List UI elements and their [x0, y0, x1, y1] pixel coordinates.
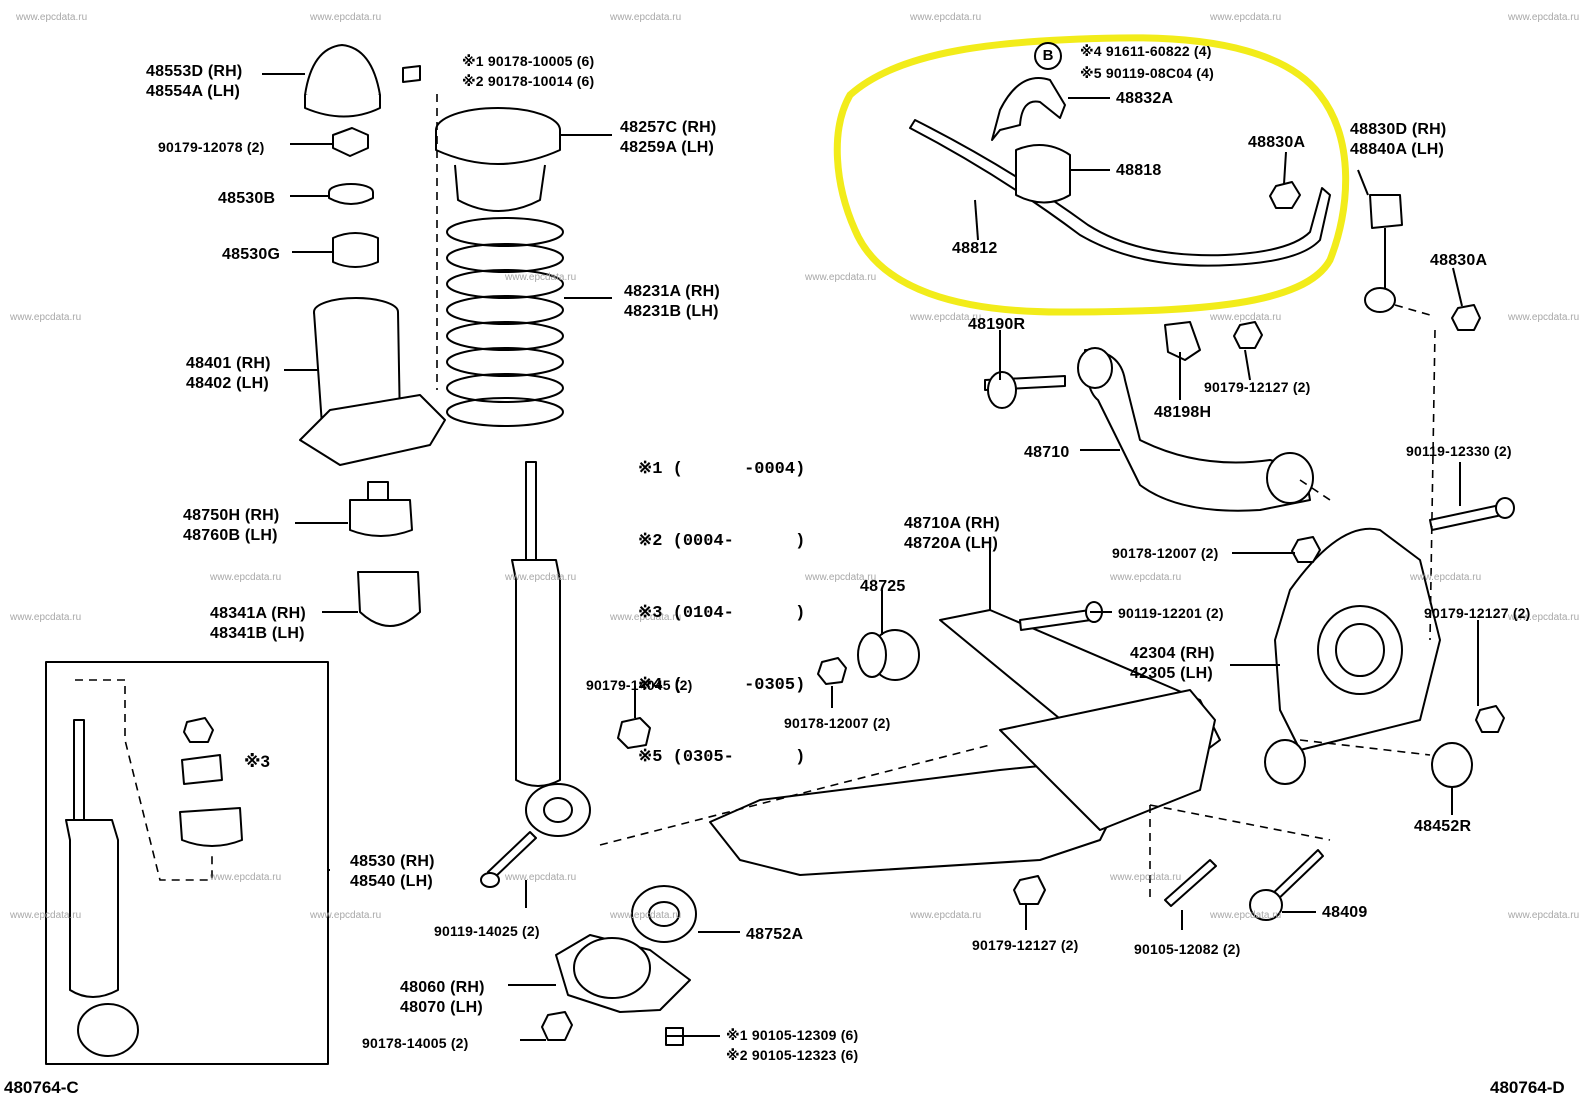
part-label: 48710A (RH)48720A (LH): [904, 515, 1000, 552]
table-row: ※2 (0004- ): [638, 532, 806, 551]
highlight-outline: [833, 34, 1350, 316]
table-row: ※1 ( -0004): [638, 460, 806, 479]
part-label: 48198H: [1154, 404, 1212, 421]
watermark: www.epcdata.ru: [10, 612, 82, 623]
watermark: www.epcdata.ru: [610, 612, 682, 623]
part-label: 90179-14045 (2): [586, 677, 693, 693]
watermark: www.epcdata.ru: [1210, 312, 1282, 323]
part-label: 48750H (RH)48760B (LH): [183, 507, 280, 544]
stabilizer-link-48830d: [1369, 194, 1403, 229]
insulator-48341a: [357, 571, 421, 627]
part-label: 48060 (RH)48070 (LH): [400, 979, 485, 1016]
inset-shock-absorber: [65, 819, 119, 998]
footnote-label: ※1 90105-12309 (6): [726, 1027, 859, 1043]
part-label: 48725: [860, 578, 906, 595]
table-row: ※4 ( -0305): [638, 676, 806, 695]
part-label: 48818: [1116, 162, 1162, 179]
part-label: 90119-12201 (2): [1118, 605, 1224, 621]
watermark: www.epcdata.ru: [610, 12, 682, 23]
part-label: 90179-12078 (2): [158, 139, 265, 155]
watermark: www.epcdata.ru: [16, 12, 88, 23]
part-label: 90178-12007 (2): [1112, 545, 1219, 561]
part-label: 48452R: [1414, 818, 1472, 835]
part-label: 90105-12082 (2): [1134, 941, 1241, 957]
cushion-48530g: [332, 232, 379, 268]
diagram-code-right: 480764-D: [1490, 1078, 1565, 1097]
watermark: www.epcdata.ru: [310, 12, 382, 23]
watermark: www.epcdata.ru: [1508, 612, 1580, 623]
footnote-label: ※4 91611-60822 (4): [1080, 43, 1212, 59]
dust-cover-cap: [304, 44, 381, 105]
watermark: www.epcdata.ru: [1210, 910, 1282, 921]
part-label: 90179-12127 (2): [1424, 605, 1531, 621]
watermark: www.epcdata.ru: [1410, 572, 1482, 583]
watermark: www.epcdata.ru: [910, 12, 982, 23]
bushing-48818: [1015, 144, 1071, 204]
part-label: 48231A (RH)48231B (LH): [624, 283, 720, 320]
part-label: 90178-12007 (2): [784, 715, 891, 731]
reference-circle-b: B: [1034, 42, 1062, 70]
nut-90179-12078: [332, 127, 369, 157]
part-label: 48710: [1024, 444, 1070, 461]
part-label: 90179-12127 (2): [1204, 379, 1311, 395]
footnote-label: ※2 90178-10014 (6): [462, 73, 595, 89]
part-label: 90119-14025 (2): [434, 923, 540, 939]
part-label: 48341A (RH)48341B (LH): [210, 605, 306, 642]
watermark: www.epcdata.ru: [1508, 910, 1580, 921]
note-marker: ※3: [244, 752, 270, 771]
part-label: 90119-12330 (2): [1406, 443, 1512, 459]
watermark: www.epcdata.ru: [210, 572, 282, 583]
watermark: www.epcdata.ru: [505, 272, 577, 283]
watermark: www.epcdata.ru: [610, 910, 682, 921]
watermark: www.epcdata.ru: [1110, 572, 1182, 583]
watermark: www.epcdata.ru: [1508, 312, 1580, 323]
applicability-table: ※1 ( -0004) ※2 (0004- ) ※3 (0104- ) ※4 (…: [638, 410, 805, 794]
part-label: 48832A: [1116, 90, 1174, 107]
watermark: www.epcdata.ru: [310, 910, 382, 921]
footnote-label: ※2 90105-12323 (6): [726, 1047, 859, 1063]
part-label: 48530G: [222, 246, 281, 263]
watermark: www.epcdata.ru: [10, 312, 82, 323]
watermark: www.epcdata.ru: [1110, 872, 1182, 883]
diagram-code-left: 480764-C: [4, 1078, 79, 1097]
part-label: 48752A: [746, 926, 804, 943]
watermark: www.epcdata.ru: [910, 910, 982, 921]
bound-stopper-48750h: [349, 499, 413, 537]
shock-absorber-center: [511, 559, 561, 787]
watermark: www.epcdata.ru: [505, 572, 577, 583]
part-label: 48830A: [1248, 134, 1306, 151]
part-label: 48812: [952, 240, 998, 257]
bracket-48832a: [991, 77, 1066, 141]
part-label: 90179-12127 (2): [972, 937, 1079, 953]
watermark: www.epcdata.ru: [805, 272, 877, 283]
watermark: www.epcdata.ru: [805, 572, 877, 583]
part-label: 48257C (RH)48259A (LH): [620, 119, 717, 156]
part-label: 48830D (RH)48840A (LH): [1350, 121, 1447, 158]
cam-48198h: [1164, 321, 1201, 361]
watermark: www.epcdata.ru: [10, 910, 82, 921]
part-label: 48530 (RH)48540 (LH): [350, 853, 435, 890]
watermark: www.epcdata.ru: [210, 872, 282, 883]
part-label: 42304 (RH)42305 (LH): [1130, 645, 1215, 682]
part-label: 48190R: [968, 316, 1026, 333]
coil-spring-48231: [446, 217, 564, 427]
part-label: 48401 (RH)48402 (LH): [186, 355, 271, 392]
part-label: 48530B: [218, 190, 276, 207]
table-row: ※3 (0104- ): [638, 604, 806, 623]
part-label: 90178-14005 (2): [362, 1035, 469, 1051]
table-row: ※5 (0305- ): [638, 748, 806, 767]
bushing-48452r: [1431, 742, 1473, 788]
watermark: www.epcdata.ru: [505, 872, 577, 883]
footnote-label: ※1 90178-10005 (6): [462, 53, 595, 69]
part-label: 48409: [1322, 904, 1368, 921]
watermark: www.epcdata.ru: [910, 312, 982, 323]
watermark: www.epcdata.ru: [1210, 12, 1282, 23]
inset-frame: [45, 661, 329, 1065]
watermark: www.epcdata.ru: [1508, 12, 1580, 23]
footnote-label: ※5 90119-08C04 (4): [1080, 65, 1214, 81]
part-label: 48830A: [1430, 252, 1488, 269]
part-label: 48553D (RH)48554A (LH): [146, 63, 243, 100]
stabilizer-bar-48812: [909, 119, 1331, 267]
